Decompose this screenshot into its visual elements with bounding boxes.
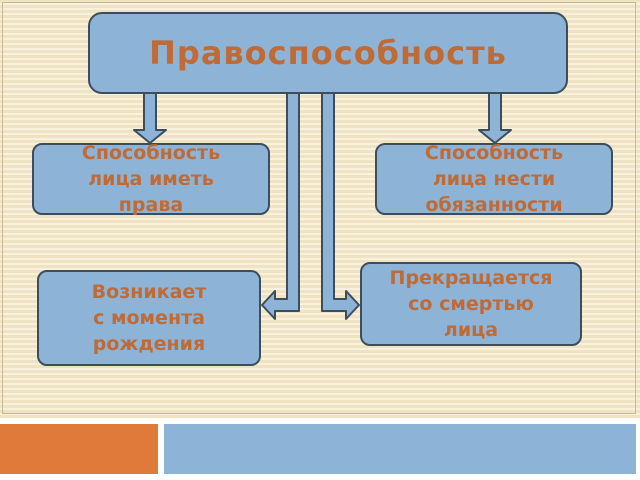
root-node-label: Правоспособность: [149, 34, 507, 72]
node-capacity-rights: Способность лица иметь права: [32, 142, 270, 216]
arrow-to-duties-box: [478, 92, 512, 144]
node-ends-at-death: Прекращается со смертью лица: [360, 262, 582, 346]
arrow-to-rights-box: [133, 92, 167, 144]
node-arises-at-birth: Возникает с момента рождения: [37, 270, 261, 366]
footer-bar-orange: [0, 424, 158, 474]
node-capacity-duties-label: Способность лица нести обязанности: [424, 142, 564, 216]
node-capacity-rights-label: Способность лица иметь права: [81, 142, 221, 216]
slide-frame: [2, 2, 636, 414]
node-capacity-duties: Способность лица нести обязанности: [375, 142, 613, 216]
arrow-to-death-box: [321, 92, 360, 320]
footer-bar-blue: [164, 424, 636, 474]
root-node: Правоспособность: [88, 12, 568, 94]
node-arises-at-birth-label: Возникает с момента рождения: [91, 281, 207, 355]
connector-arrows: [133, 92, 512, 320]
node-ends-at-death-label: Прекращается со смертью лица: [389, 267, 553, 341]
arrow-to-birth-box: [261, 92, 300, 320]
